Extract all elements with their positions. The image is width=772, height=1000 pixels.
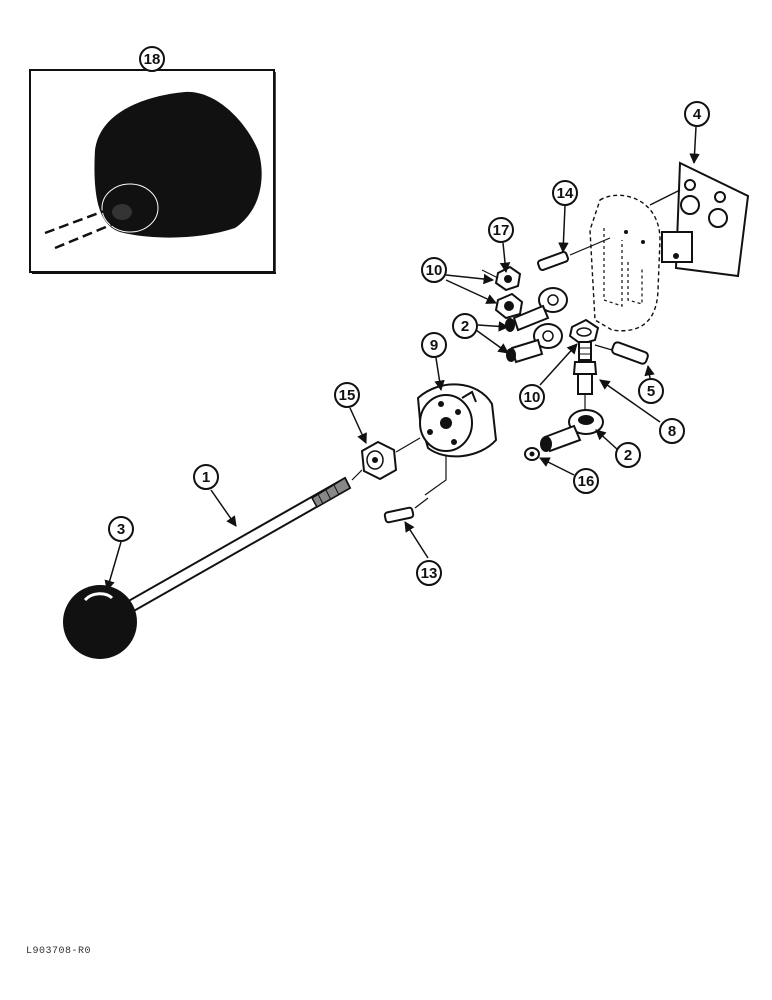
svg-text:13: 13: [421, 565, 438, 582]
nut-17: [494, 265, 522, 292]
callout-1: 1: [193, 464, 219, 490]
knob-cover-part: [44, 91, 262, 250]
callout-9: 9: [421, 332, 447, 358]
rod-ends-upper: [505, 287, 568, 364]
rod-end-lower: [540, 409, 604, 453]
svg-text:10: 10: [524, 389, 541, 406]
svg-text:1: 1: [202, 469, 210, 486]
figure-id: L903708-R0: [26, 946, 92, 957]
callout-10-lower: 10: [519, 384, 545, 410]
svg-text:3: 3: [117, 521, 125, 538]
hub-9: [416, 383, 498, 496]
callout-10-upper: 10: [421, 257, 447, 283]
callout-2-upper: 2: [452, 313, 478, 339]
callout-3: 3: [108, 516, 134, 542]
callout-18: 18: [139, 46, 165, 72]
svg-text:2: 2: [461, 318, 469, 335]
mounting-bracket: [661, 161, 750, 278]
leader-lines: [104, 126, 700, 592]
svg-text:2: 2: [624, 447, 632, 464]
callout-8: 8: [659, 418, 685, 444]
gate-plate-outline: [589, 189, 681, 332]
callout-4: 4: [684, 101, 710, 127]
callout-16: 16: [573, 468, 599, 494]
svg-text:9: 9: [430, 337, 438, 354]
setscrew-13: [383, 497, 429, 524]
callout-14: 14: [552, 180, 578, 206]
callout-15: 15: [334, 382, 360, 408]
svg-text:14: 14: [557, 185, 574, 202]
nut-15: [360, 437, 421, 481]
shift-knob: [63, 585, 137, 659]
svg-text:5: 5: [647, 383, 655, 400]
svg-text:8: 8: [668, 423, 676, 440]
nut-10-lower: [568, 318, 600, 346]
svg-text:17: 17: [493, 222, 510, 239]
svg-text:15: 15: [339, 387, 356, 404]
callout-2-lower: 2: [615, 442, 641, 468]
nut-16: [524, 447, 540, 461]
callout-13: 13: [416, 560, 442, 586]
callout-5: 5: [638, 378, 664, 404]
screw-14: [537, 237, 611, 271]
svg-text:16: 16: [578, 473, 595, 490]
lever-rod: [123, 469, 363, 614]
stud-8: [572, 341, 598, 410]
screw-5: [594, 341, 649, 365]
nut-10-upper: [494, 292, 524, 320]
svg-text:4: 4: [693, 106, 702, 123]
callout-17: 17: [488, 217, 514, 243]
svg-text:18: 18: [144, 51, 161, 68]
svg-text:10: 10: [426, 262, 443, 279]
